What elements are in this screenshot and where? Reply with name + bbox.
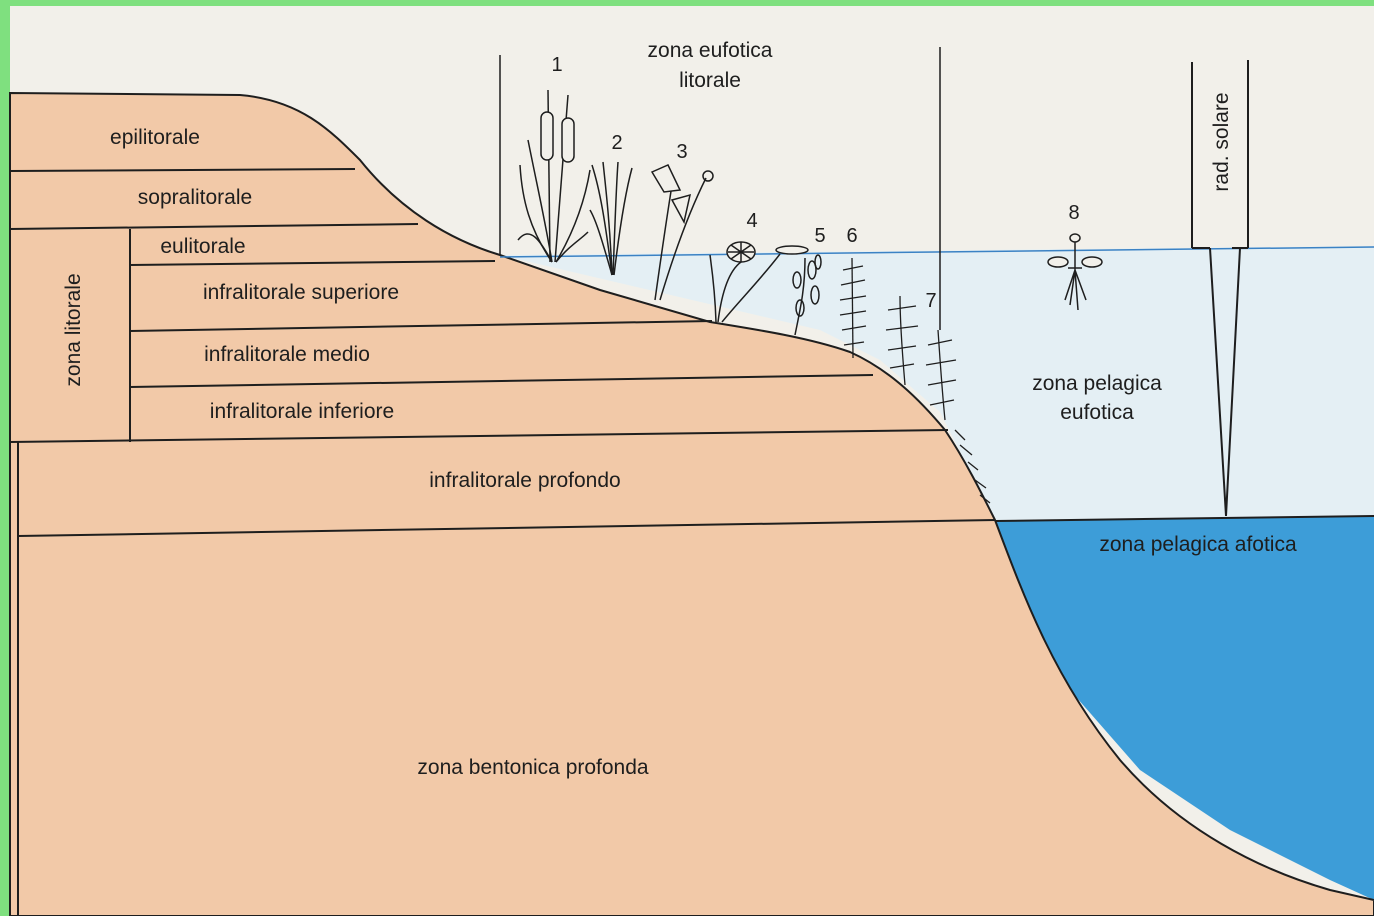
label-zona-litorale: zona litorale xyxy=(62,273,85,386)
label-zona-bentonica-profonda: zona bentonica profonda xyxy=(417,756,649,779)
label-zona-pelagica-eufotica-line1: zona pelagica xyxy=(1032,372,1162,395)
label-epilitorale: epilitorale xyxy=(110,126,200,149)
label-eulitorale: eulitorale xyxy=(160,235,245,258)
plant-number-6: 6 xyxy=(846,225,857,247)
label-infralitorale-profondo: infralitorale profondo xyxy=(429,469,620,492)
label-zona-eufotica-litorale-line2: litorale xyxy=(679,69,741,92)
plant-number-7: 7 xyxy=(925,290,936,312)
plant-number-2: 2 xyxy=(611,132,622,154)
plant-number-3: 3 xyxy=(676,141,687,163)
label-zona-eufotica-litorale-line1: zona eufotica xyxy=(648,39,773,62)
label-infralitorale-inferiore: infralitorale inferiore xyxy=(210,400,394,423)
plant-number-4: 4 xyxy=(746,210,757,232)
label-zona-pelagica-afotica: zona pelagica afotica xyxy=(1099,533,1297,556)
label-infralitorale-superiore: infralitorale superiore xyxy=(203,281,399,304)
label-sopralitorale: sopralitorale xyxy=(138,186,252,209)
label-infralitorale-medio: infralitorale medio xyxy=(204,343,370,366)
label-rad-solare: rad. solare xyxy=(1210,92,1233,191)
plant-number-8: 8 xyxy=(1068,202,1079,224)
plant-number-5: 5 xyxy=(814,225,825,247)
plant-number-1: 1 xyxy=(551,54,562,76)
label-zona-pelagica-eufotica-line2: eufotica xyxy=(1060,401,1134,424)
